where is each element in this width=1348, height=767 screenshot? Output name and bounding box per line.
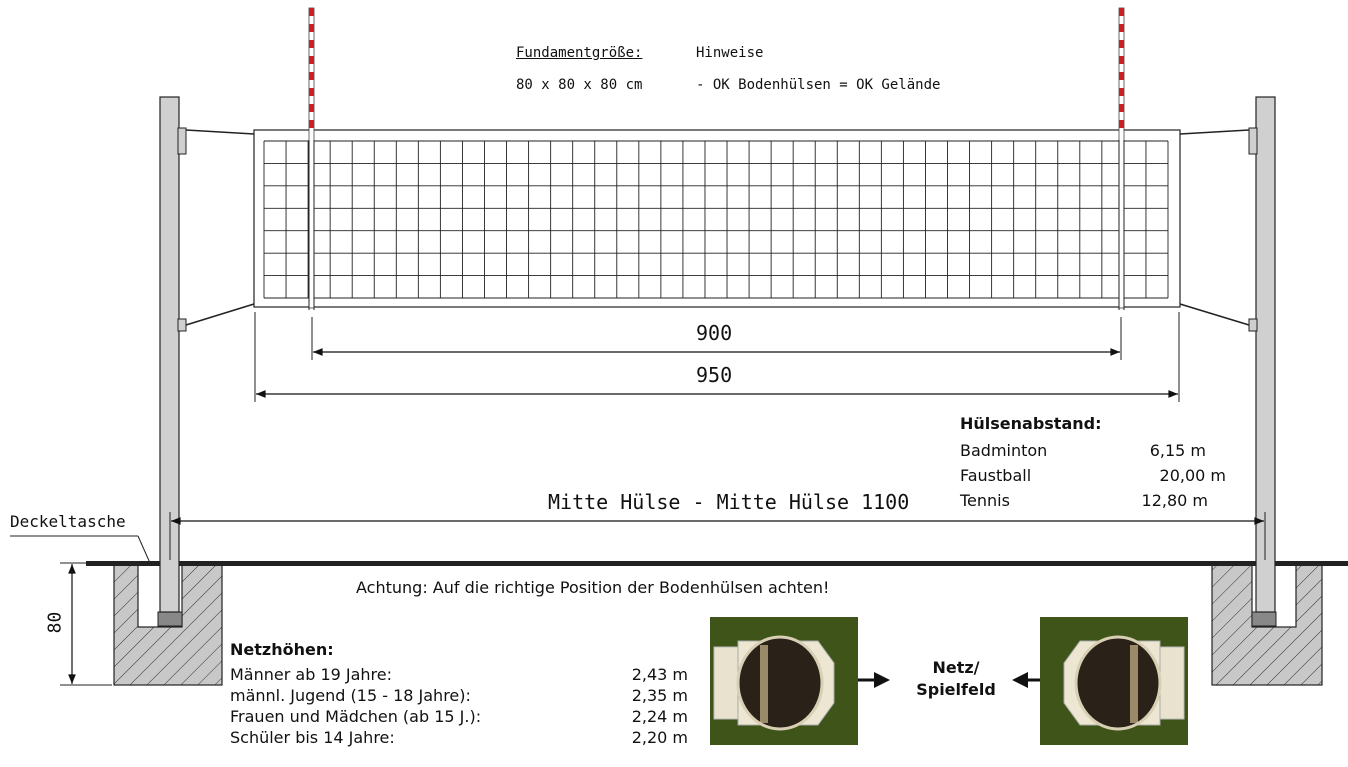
dimension-center-text: Mitte Hülse - Mitte Hülse 1100	[548, 490, 910, 514]
sleeve-photo-right	[1040, 617, 1188, 745]
cable-left-top	[185, 129, 255, 135]
post-left	[159, 96, 180, 613]
notes-value: - OK Bodenhülsen = OK Gelände	[696, 77, 941, 93]
post-right	[1255, 96, 1276, 613]
dimension-900	[311, 317, 1122, 360]
notes-label: Hinweise	[696, 45, 764, 61]
net-height-value: 2,20 m	[631, 728, 688, 747]
net-height-value: 2,35 m	[631, 686, 688, 705]
net-height-group: Schüler bis 14 Jahre:	[230, 728, 395, 747]
dimension-950	[254, 312, 1180, 402]
direction-arrow-right	[858, 672, 890, 688]
cable-right-top	[1179, 129, 1250, 135]
sleeve-spacing-title: Hülsenabstand:	[960, 414, 1102, 433]
cable-left-bottom	[185, 303, 255, 326]
antenna-right	[1118, 7, 1125, 310]
dimension-center	[169, 512, 1266, 560]
sleeve-spacing-sport: Faustball	[960, 466, 1032, 485]
net-heights-title: Netzhöhen:	[230, 640, 334, 659]
sleeve-spacing-sport: Tennis	[960, 491, 1010, 510]
sleeve-spacing-value: 6,15 m	[1149, 441, 1206, 460]
dimension-depth	[60, 562, 112, 686]
warning-text: Achtung: Auf die richtige Position der B…	[356, 578, 830, 597]
bracket-right-bottom	[1248, 318, 1258, 332]
sleeve-photo-left	[710, 617, 858, 745]
dimension-950-text: 950	[696, 363, 733, 387]
antenna-left	[308, 7, 315, 310]
dimension-900-text: 900	[696, 321, 733, 345]
bracket-left-top	[177, 127, 187, 155]
bracket-left-bottom	[177, 318, 187, 332]
dimension-depth-text: 80	[44, 611, 66, 634]
direction-label: Netz/ Spielfeld	[916, 658, 996, 699]
net-mesh	[263, 140, 1169, 299]
deckeltasche-leader	[10, 535, 151, 564]
deckeltasche-label: Deckeltasche	[10, 512, 126, 531]
net-frame	[253, 129, 1181, 308]
sleeve-spacing-value: 12,80 m	[1141, 491, 1208, 510]
net-height-group: Frauen und Mädchen (ab 15 J.):	[230, 707, 482, 726]
sleeve-spacing-sport: Badminton	[960, 441, 1048, 460]
net-height-group: männl. Jugend (15 - 18 Jahre):	[230, 686, 471, 705]
sleeve-spacing-value: 20,00 m	[1159, 466, 1226, 485]
net-height-value: 2,43 m	[631, 665, 688, 684]
net-height-group: Männer ab 19 Jahre:	[230, 665, 393, 684]
bracket-right-top	[1248, 127, 1258, 155]
foundation-size-label: Fundamentgröße:	[516, 45, 643, 61]
ground-line	[86, 561, 1348, 566]
net-height-value: 2,24 m	[631, 707, 688, 726]
foundation-size-value: 80 x 80 x 80 cm	[516, 77, 643, 93]
cable-right-bottom	[1179, 303, 1250, 326]
